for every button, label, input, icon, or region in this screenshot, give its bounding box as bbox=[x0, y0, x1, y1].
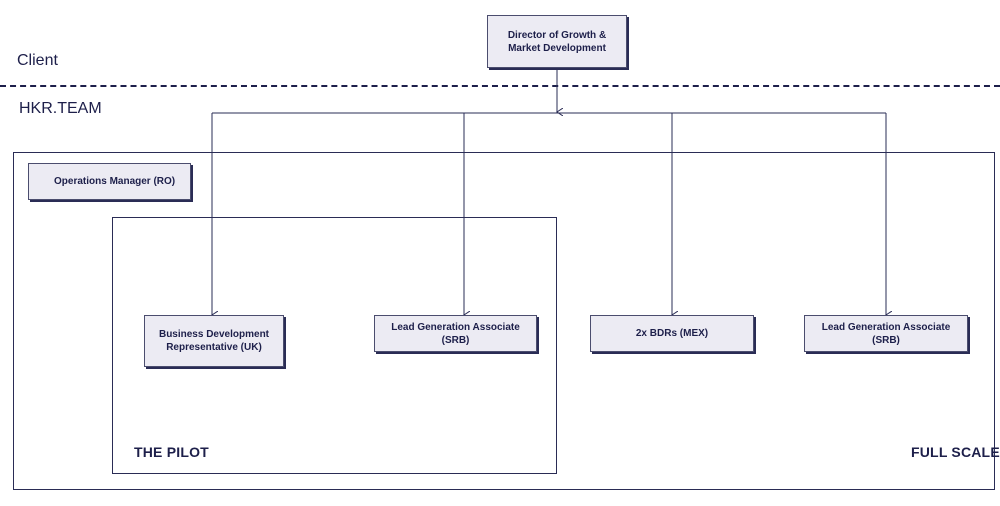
lead-gen-pilot-box: Lead Generation Associate (SRB) bbox=[374, 315, 537, 352]
client-zone-label: Client bbox=[17, 52, 58, 69]
ops-manager-box: Operations Manager (RO) bbox=[28, 163, 191, 200]
director-box: Director of Growth & Market Development bbox=[487, 15, 627, 68]
pilot-frame bbox=[112, 217, 557, 474]
bdrs-mex-box: 2x BDRs (MEX) bbox=[590, 315, 754, 352]
client-team-divider bbox=[0, 85, 1000, 87]
full-scale-frame bbox=[13, 152, 995, 490]
lead-gen-full-box: Lead Generation Associate (SRB) bbox=[804, 315, 968, 352]
full-scale-label: FULL SCALE bbox=[911, 444, 1000, 460]
pilot-label: THE PILOT bbox=[134, 444, 209, 460]
bdr-uk-box: Business Development Representative (UK) bbox=[144, 315, 284, 367]
team-zone-label: HKR.TEAM bbox=[19, 100, 102, 117]
